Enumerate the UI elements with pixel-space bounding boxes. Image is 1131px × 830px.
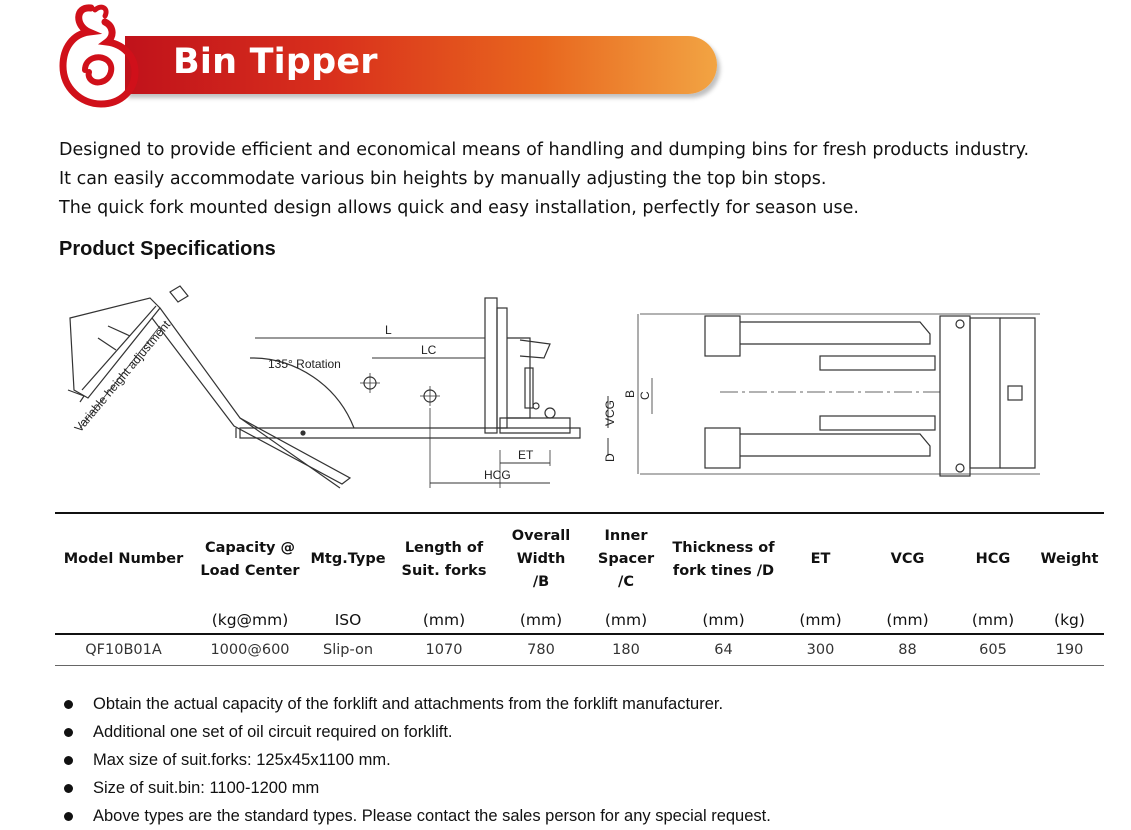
unit-cell: (mm) [500, 607, 582, 635]
banner-bar [125, 36, 717, 94]
cell-length: 1070 [388, 634, 500, 666]
unit-cell: ISO [308, 607, 388, 635]
unit-cell: (mm) [670, 607, 777, 635]
dim-label-B: B [623, 390, 637, 398]
header-capacity: Capacity @Load Center [200, 539, 300, 579]
notes-list: Obtain the actual capacity of the forkli… [62, 690, 771, 830]
unit-cell: (mm) [951, 607, 1035, 635]
rotation-label: 135° Rotation [268, 357, 341, 371]
header-model-number: Model Number [63, 551, 184, 567]
dim-label-VCG: VCG [603, 400, 617, 426]
unit-cell: (kg) [1035, 607, 1104, 635]
rotation-arc [249, 357, 355, 429]
carriage [484, 297, 571, 434]
spec-heading: Product Specifications [59, 238, 276, 260]
unit-cell: (kg@mm) [192, 607, 308, 635]
technical-drawing: Variable height adjustment 135° Rotation… [67, 285, 1040, 489]
page-title: Bin Tipper [173, 42, 378, 82]
list-item: Above types are the standard types. Plea… [62, 802, 771, 830]
dim-label-C: C [638, 391, 652, 400]
list-item: Size of suit.bin: 1100-1200 mm [62, 774, 771, 802]
dim-label-D: D [603, 453, 617, 462]
header-vcg: VCG [890, 551, 925, 567]
header-et: ET [810, 551, 831, 567]
table-header-row: Model Number Capacity @Load Center Mtg.T… [55, 512, 1104, 607]
company-logo [59, 4, 139, 108]
intro-line: The quick fork mounted design allows qui… [59, 198, 859, 218]
dim-label-ET: ET [518, 448, 534, 462]
intro-line: Designed to provide efficient and econom… [59, 140, 1030, 160]
bullet-icon [64, 812, 73, 821]
unit-cell [55, 607, 192, 635]
header-hcg: HCG [975, 551, 1011, 567]
header-weight: Weight [1040, 551, 1099, 567]
bullet-icon [64, 756, 73, 765]
cell-thickness: 64 [670, 634, 777, 666]
cell-mtg-type: Slip-on [308, 634, 388, 666]
list-item: Additional one set of oil circuit requir… [62, 718, 771, 746]
header-mtg-type: Mtg.Type [310, 551, 386, 567]
variable-height-label: Variable height adjustment [72, 317, 174, 435]
fork-base [239, 427, 581, 439]
unit-cell: (mm) [864, 607, 951, 635]
unit-cell: (mm) [582, 607, 670, 635]
table-row: QF10B01A 1000@600 Slip-on 1070 780 180 6… [55, 634, 1104, 666]
dim-label-LC: LC [421, 343, 437, 357]
unit-cell: (mm) [388, 607, 500, 635]
cell-vcg: 88 [864, 634, 951, 666]
cell-inner-spacer: 180 [582, 634, 670, 666]
units-row: (kg@mm) ISO (mm) (mm) (mm) (mm) (mm) (mm… [55, 607, 1104, 635]
bullet-icon [64, 700, 73, 709]
table-top-rule [55, 512, 1104, 514]
header-banner: Bin Tipper [55, 0, 717, 112]
list-item: Obtain the actual capacity of the forkli… [62, 690, 771, 718]
tilted-frame [67, 285, 352, 489]
list-item: Max size of suit.forks: 125x45x1100 mm. [62, 746, 771, 774]
cell-hcg: 605 [951, 634, 1035, 666]
dim-label-L: L [385, 323, 392, 337]
cell-capacity: 1000@600 [192, 634, 308, 666]
cell-weight: 190 [1035, 634, 1104, 666]
intro-line: It can easily accommodate various bin he… [59, 169, 827, 189]
dim-label-HCG: HCG [484, 468, 511, 482]
bullet-icon [64, 784, 73, 793]
cell-et: 300 [777, 634, 864, 666]
unit-cell: (mm) [777, 607, 864, 635]
cell-model: QF10B01A [55, 634, 192, 666]
spec-table: Model Number Capacity @Load Center Mtg.T… [55, 512, 1104, 666]
intro-text: Designed to provide efficient and econom… [59, 136, 1029, 223]
cell-overall-width: 780 [500, 634, 582, 666]
bullet-icon [64, 728, 73, 737]
front-view [637, 313, 1040, 477]
